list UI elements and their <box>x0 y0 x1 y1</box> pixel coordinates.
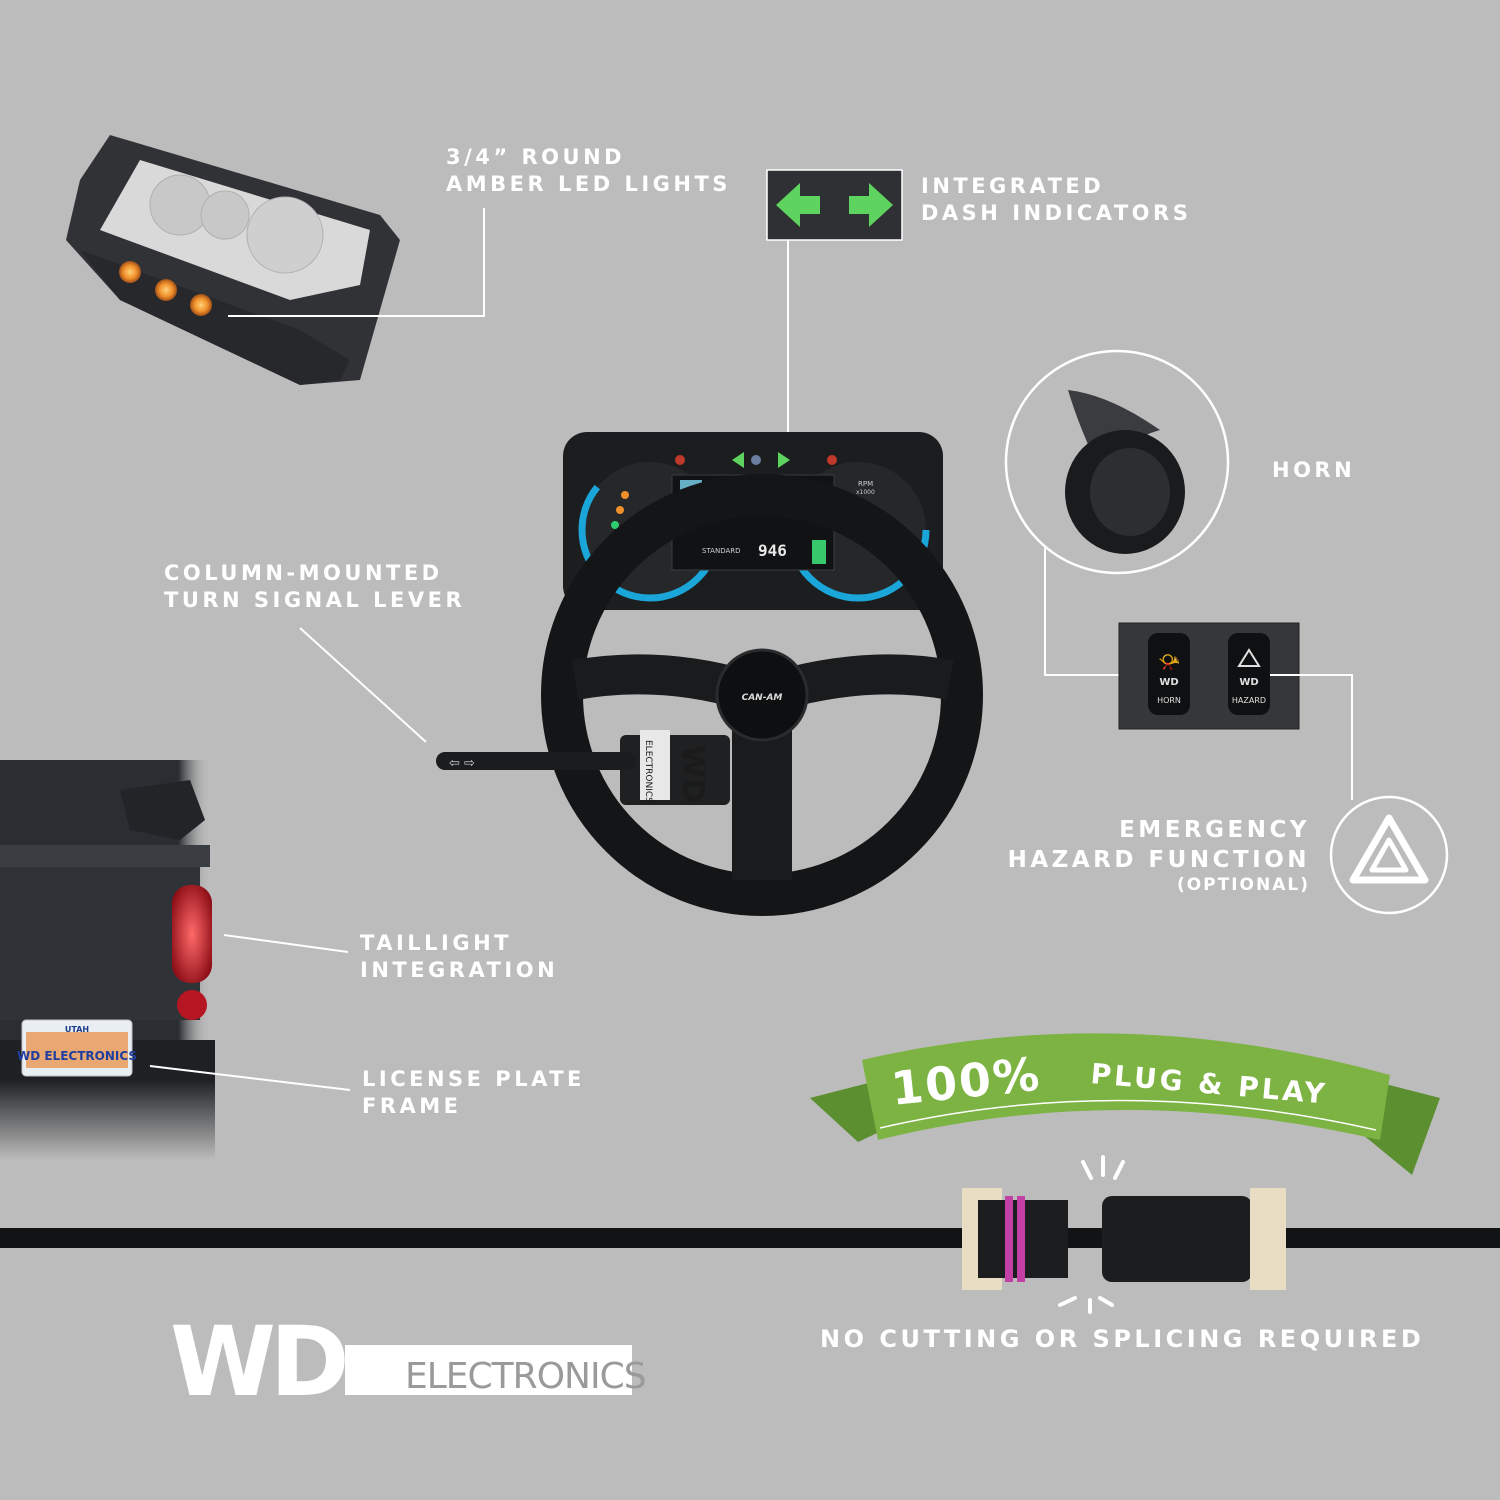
dash-odometer: 946 <box>758 541 787 560</box>
horn-switch-label: HORN <box>1157 696 1181 705</box>
horn-icon <box>1065 390 1185 554</box>
dash-indicators-label-line: INTEGRATED <box>921 174 1105 198</box>
horn-label: HORN <box>1272 457 1355 484</box>
control-box-brand: WD <box>675 745 710 803</box>
control-box-label-plate <box>640 730 670 800</box>
utv-rear-illustration <box>0 760 215 1160</box>
license-plate-text: WD ELECTRONICS <box>17 1049 137 1063</box>
no-cutting-footer: NO CUTTING OR SPLICING REQUIRED <box>820 1325 1425 1353</box>
turn-signal-label: COLUMN-MOUNTED TURN SIGNAL LEVER <box>164 560 465 614</box>
taillight <box>172 885 212 983</box>
taillight-label-line: INTEGRATION <box>360 958 559 982</box>
amber-led-light <box>190 294 212 316</box>
taillight-label: TAILLIGHT INTEGRATION <box>360 930 558 984</box>
horn-switch-brand: WD <box>1159 677 1178 688</box>
turn-signal-label-line: TURN SIGNAL LEVER <box>164 588 466 612</box>
brand-logo-mark: WD <box>170 1306 345 1418</box>
amber-led-light <box>155 279 177 301</box>
horn-rocker-switch[interactable] <box>1148 633 1190 715</box>
hazard-triangle-icon <box>1349 814 1429 884</box>
license-plate-label-line: LICENSE PLATE <box>362 1067 585 1091</box>
hazard-switch-label: HAZARD <box>1232 696 1266 705</box>
brand-logo-bar <box>345 1345 632 1395</box>
callout-line-amber <box>228 208 485 317</box>
dash-rpm-scale: x1000 <box>856 489 875 496</box>
license-plate-label: LICENSE PLATE FRAME <box>362 1066 585 1120</box>
brand-logo-name: ELECTRONICS <box>405 1356 646 1397</box>
license-plate-state: UTAH <box>65 1025 89 1034</box>
callout-line-turn-signal <box>299 627 427 743</box>
dash-pod-illustration <box>66 135 400 385</box>
reverse-light <box>177 990 207 1020</box>
right-arrow-indicator-icon <box>849 183 893 227</box>
amber-lights-label-line: 3/4” ROUND <box>446 145 626 169</box>
horn-switch-symbol-icon: 📯 <box>1158 652 1180 673</box>
hazard-label-line: EMERGENCY <box>1119 817 1310 843</box>
hazard-label-optional: (OPTIONAL) <box>1176 875 1310 895</box>
dash-indicators-label: INTEGRATED DASH INDICATORS <box>921 173 1191 227</box>
hazard-triangle-inner-icon <box>1369 837 1409 873</box>
dash-rpm-label: RPM <box>858 480 873 488</box>
connector-left <box>962 1188 1068 1290</box>
turn-signal-arrows-icon: ⇦ ⇨ <box>449 756 475 771</box>
license-plate-label-line: FRAME <box>362 1094 462 1118</box>
hazard-label-line: HAZARD FUNCTION <box>1007 847 1310 873</box>
steering-wheel <box>541 474 983 916</box>
turn-signal-label-line: COLUMN-MOUNTED <box>164 561 443 585</box>
turn-signal-lever <box>436 752 636 770</box>
hazard-rocker-switch[interactable] <box>1228 633 1270 715</box>
click-burst-bottom-icon <box>1058 1296 1114 1314</box>
callout-line-horn <box>1044 545 1145 676</box>
callout-line-taillight <box>223 934 349 953</box>
license-plate-scene <box>26 1032 128 1068</box>
dash-mode: STANDARD <box>702 547 741 555</box>
callout-line-license-plate <box>149 1065 351 1091</box>
hazard-switch-symbol-icon <box>1237 648 1261 667</box>
amber-lights-label: 3/4” ROUND AMBER LED LIGHTS <box>446 144 731 198</box>
hazard-switch-brand: WD <box>1239 677 1258 688</box>
hazard-label: EMERGENCY HAZARD FUNCTION (OPTIONAL) <box>1008 815 1310 895</box>
callout-line-hazard <box>1270 674 1353 800</box>
control-box <box>620 735 730 805</box>
dash-indicators-label-line: DASH INDICATORS <box>921 201 1192 225</box>
click-burst-top-icon <box>1081 1155 1125 1180</box>
left-arrow-indicator-icon <box>776 183 820 227</box>
steering-hub-brand: CAN-AM <box>742 693 783 703</box>
amber-led-light <box>119 261 141 283</box>
horn-label-text: HORN <box>1272 458 1356 482</box>
taillight-label-line: TAILLIGHT <box>360 931 512 955</box>
hazard-circle <box>1329 795 1449 915</box>
control-box-text: ELECTRONICS <box>643 740 653 803</box>
amber-lights-label-line: AMBER LED LIGHTS <box>446 172 731 196</box>
plug-and-play-banner <box>810 1033 1440 1175</box>
connector-right <box>1102 1188 1286 1290</box>
